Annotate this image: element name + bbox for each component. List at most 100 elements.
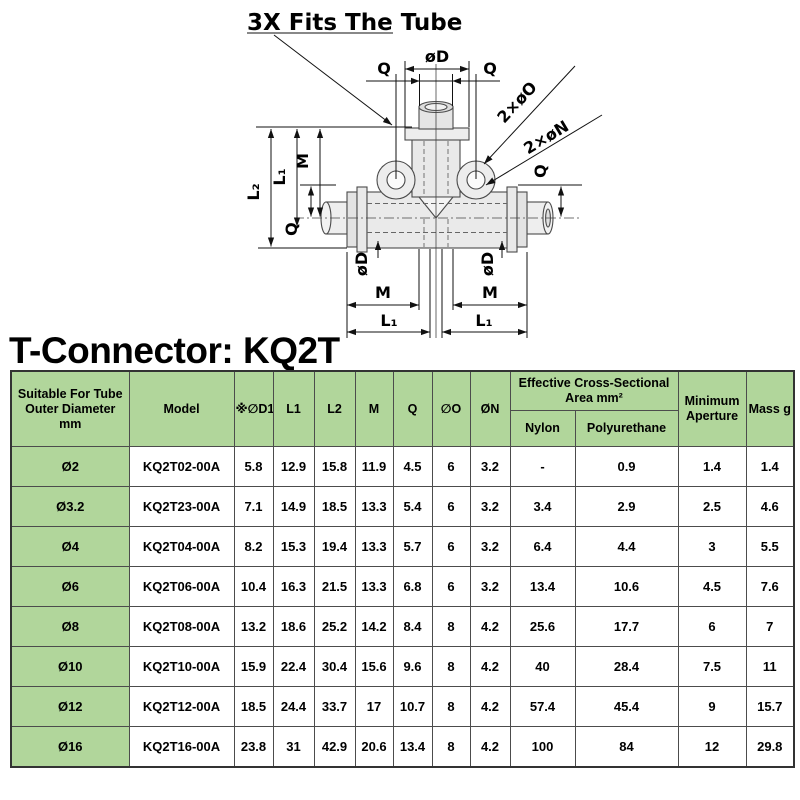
dim-label-2xN: 2×øN [520,117,572,158]
table-row: Ø8 KQ2T08-00A 13.2 18.6 25.2 14.2 8.4 8 … [10,606,795,647]
table-row: Ø16 KQ2T16-00A 23.8 31 42.9 20.6 13.4 8 … [10,726,795,768]
col-header-l2: L2 [313,370,356,447]
cell-polyurethane: 84 [574,726,679,768]
cell-d1: 15.9 [233,646,274,687]
cell-tube-od: Ø6 [10,566,130,607]
cell-polyurethane: 28.4 [574,646,679,687]
cell-d1: 13.2 [233,606,274,647]
cell-l1: 18.6 [272,606,315,647]
cell-l1: 16.3 [272,566,315,607]
dimension-lines [247,32,603,338]
cell-q: 8.4 [392,606,433,647]
cell-q: 4.5 [392,446,433,487]
t-connector-technical-drawing: 3X Fits The Tube Q øD Q 2×øO 2×øN L₂ L₁ … [244,10,603,338]
cell-l1: 22.4 [272,646,315,687]
cell-model: KQ2T12-00A [128,686,235,727]
cell-o: 8 [431,606,471,647]
table-row: Ø4 KQ2T04-00A 8.2 15.3 19.4 13.3 5.7 6 3… [10,526,795,567]
col-header-effective-area: Effective Cross-Sectional Area mm² [509,370,679,411]
cell-polyurethane: 10.6 [574,566,679,607]
cell-min-aperture: 4.5 [677,566,747,607]
note-label: 3X Fits The Tube [247,10,462,36]
cell-min-aperture: 9 [677,686,747,727]
cell-nylon: 6.4 [509,526,576,567]
cell-nylon: 57.4 [509,686,576,727]
cell-tube-od: Ø8 [10,606,130,647]
cell-o: 6 [431,566,471,607]
cell-tube-od: Ø16 [10,726,130,768]
cell-mass: 7 [745,606,795,647]
col-header-min-aperture: Minimum Aperture [677,370,747,447]
dim-label-m-bottom-left: M [375,283,391,302]
spec-table-body: Ø2 KQ2T02-00A 5.8 12.9 15.8 11.9 4.5 6 3… [10,446,795,768]
cell-min-aperture: 12 [677,726,747,768]
cell-o: 8 [431,686,471,727]
cell-l2: 15.8 [313,446,356,487]
dim-label-d-bottom-left: øD [352,252,371,276]
cell-d1: 23.8 [233,726,274,768]
cell-polyurethane: 45.4 [574,686,679,727]
cell-n: 4.2 [469,646,511,687]
dim-label-q-right: Q [531,164,550,178]
cell-l2: 42.9 [313,726,356,768]
cell-min-aperture: 3 [677,526,747,567]
cell-nylon: 3.4 [509,486,576,527]
cell-d1: 7.1 [233,486,274,527]
cell-model: KQ2T23-00A [128,486,235,527]
cell-tube-od: Ø2 [10,446,130,487]
cell-polyurethane: 2.9 [574,486,679,527]
cell-mass: 5.5 [745,526,795,567]
page-title: T-Connector: KQ2T [9,330,340,371]
cell-model: KQ2T02-00A [128,446,235,487]
cell-d1: 18.5 [233,686,274,727]
cell-l1: 15.3 [272,526,315,567]
col-header-model: Model [128,370,235,447]
cell-model: KQ2T10-00A [128,646,235,687]
cell-mass: 7.6 [745,566,795,607]
cell-l1: 12.9 [272,446,315,487]
cell-m: 17 [354,686,394,727]
dim-label-l1-bottom-right: L₁ [475,311,492,330]
cell-q: 13.4 [392,726,433,768]
dim-label-d-top: øD [425,47,449,66]
cell-mass: 4.6 [745,486,795,527]
dim-label-q-left: Q [282,222,301,236]
hidden-lines [294,64,582,338]
cell-n: 4.2 [469,606,511,647]
col-header-m: M [354,370,394,447]
dim-label-2xO: 2×øO [493,78,540,127]
col-header-l1: L1 [272,370,315,447]
cell-q: 10.7 [392,686,433,727]
col-header-q: Q [392,370,433,447]
cell-n: 3.2 [469,446,511,487]
col-header-mass: Mass g [745,370,795,447]
cell-l2: 30.4 [313,646,356,687]
cell-l2: 18.5 [313,486,356,527]
dim-label-d-bottom-right: øD [478,252,497,276]
cell-min-aperture: 7.5 [677,646,747,687]
cell-n: 3.2 [469,486,511,527]
cell-nylon: 100 [509,726,576,768]
cell-n: 3.2 [469,566,511,607]
cell-model: KQ2T04-00A [128,526,235,567]
cell-q: 5.7 [392,526,433,567]
dim-label-l1: L₁ [270,168,289,185]
cell-o: 8 [431,646,471,687]
cell-d1: 8.2 [233,526,274,567]
cell-l1: 24.4 [272,686,315,727]
cell-tube-od: Ø3.2 [10,486,130,527]
table-row: Ø6 KQ2T06-00A 10.4 16.3 21.5 13.3 6.8 6 … [10,566,795,607]
cell-min-aperture: 6 [677,606,747,647]
cell-q: 6.8 [392,566,433,607]
cell-l2: 19.4 [313,526,356,567]
cell-nylon: 13.4 [509,566,576,607]
cell-tube-od: Ø4 [10,526,130,567]
cell-o: 6 [431,526,471,567]
cell-mass: 29.8 [745,726,795,768]
cell-n: 4.2 [469,726,511,768]
cell-tube-od: Ø12 [10,686,130,727]
cell-l1: 31 [272,726,315,768]
col-header-d1: ※∅D1 [233,370,274,447]
cell-m: 13.3 [354,566,394,607]
